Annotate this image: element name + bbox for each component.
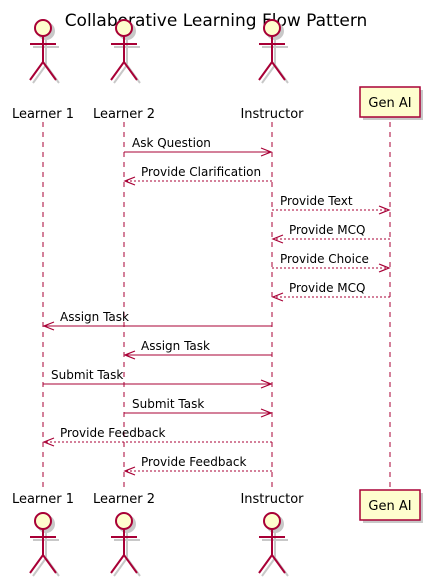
message-label: Provide Clarification xyxy=(141,165,261,179)
message-label: Provide Feedback xyxy=(141,455,246,469)
genai-participant-box xyxy=(359,86,423,120)
message-arrowhead xyxy=(123,466,136,476)
diagram-title: Collaborative Learning Flow Pattern xyxy=(65,11,368,31)
learner2-actor-icon xyxy=(110,19,141,84)
instructor-actor-icon xyxy=(258,512,289,577)
message-arrowhead xyxy=(123,176,136,186)
message-label: Submit Task xyxy=(51,368,123,382)
message-label: Ask Question xyxy=(132,136,211,150)
learner1-actor-icon xyxy=(29,19,60,84)
message-arrowhead xyxy=(271,292,284,302)
message-label: Provide MCQ xyxy=(289,281,365,295)
message-10: Submit Task xyxy=(124,397,273,418)
message-arrowhead xyxy=(378,205,391,215)
message-arrowhead xyxy=(42,321,55,331)
learner1-actor-icon xyxy=(29,512,60,577)
message-12: Provide Feedback xyxy=(123,455,272,476)
message-label: Provide Text xyxy=(280,194,353,208)
message-label: Assign Task xyxy=(60,310,129,324)
instructor-actor-icon xyxy=(258,19,289,84)
message-arrowhead xyxy=(123,350,136,360)
message-6: Provide MCQ xyxy=(271,281,390,302)
message-label: Provide Choice xyxy=(280,252,369,266)
message-label: Assign Task xyxy=(141,339,210,353)
participant-label-learner1-bottom: Learner 1 xyxy=(12,492,74,507)
learner2-actor-icon xyxy=(110,512,141,577)
message-label: Provide Feedback xyxy=(60,426,165,440)
message-5: Provide Choice xyxy=(272,252,391,273)
message-arrowhead xyxy=(271,234,284,244)
message-4: Provide MCQ xyxy=(271,223,390,244)
participant-label-learner2-bottom: Learner 2 xyxy=(93,492,155,507)
message-label: Submit Task xyxy=(132,397,204,411)
message-9: Submit Task xyxy=(43,368,273,389)
message-11: Provide Feedback xyxy=(42,426,272,447)
message-3: Provide Text xyxy=(272,194,391,215)
participant-label-genai-bottom: Gen AI xyxy=(368,499,411,514)
genai-participant-box xyxy=(359,489,423,523)
participant-label-genai-top: Gen AI xyxy=(368,96,411,111)
message-1: Ask Question xyxy=(124,136,273,157)
message-7: Assign Task xyxy=(42,310,272,331)
message-arrowhead xyxy=(378,263,391,273)
message-2: Provide Clarification xyxy=(123,165,272,186)
participant-label-instructor-bottom: Instructor xyxy=(240,492,304,507)
message-arrowhead xyxy=(260,147,273,157)
participant-label-instructor-top: Instructor xyxy=(240,107,304,122)
message-arrowhead xyxy=(260,408,273,418)
message-arrowhead xyxy=(42,437,55,447)
message-label: Provide MCQ xyxy=(289,223,365,237)
message-8: Assign Task xyxy=(123,339,272,360)
participant-label-learner2-top: Learner 2 xyxy=(93,107,155,122)
participant-label-learner1-top: Learner 1 xyxy=(12,107,74,122)
message-arrowhead xyxy=(260,379,273,389)
